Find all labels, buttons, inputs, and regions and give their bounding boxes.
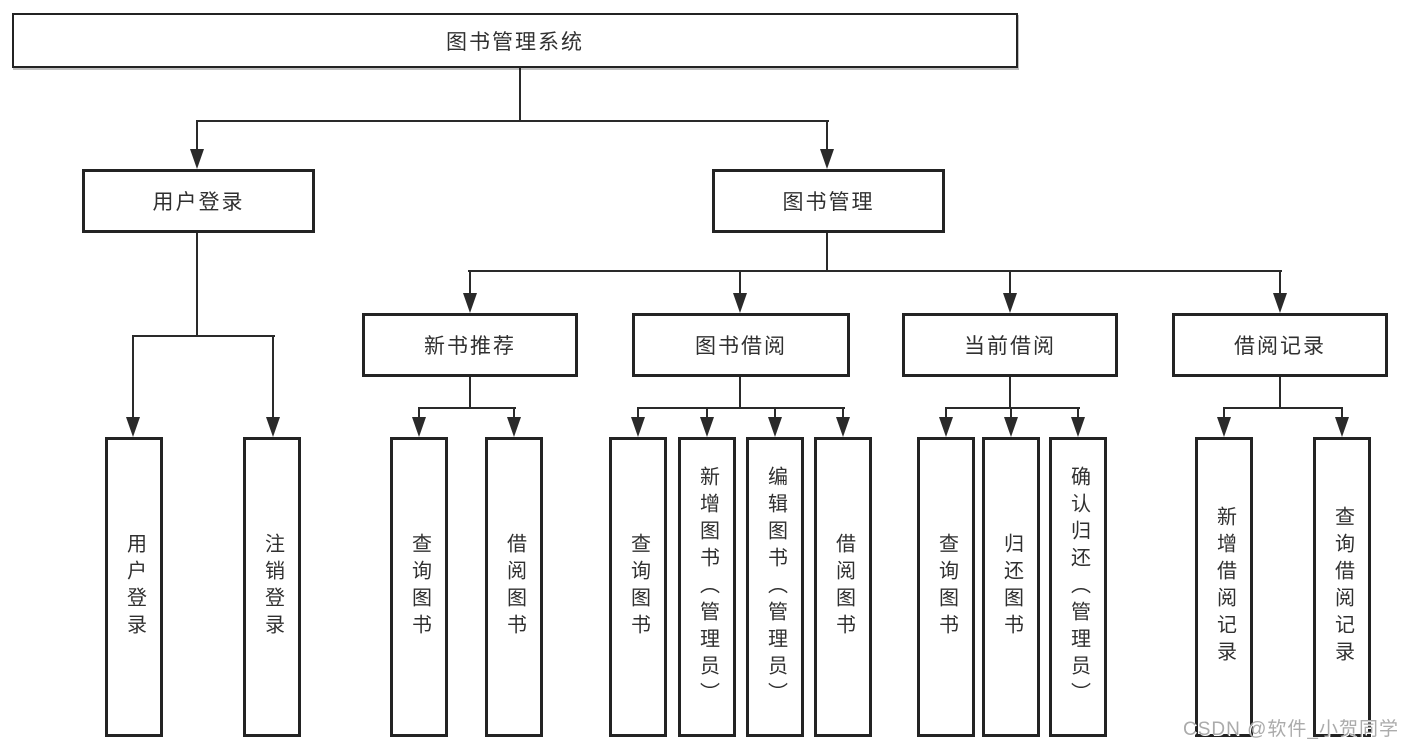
connector-shaft	[418, 407, 420, 421]
arrow-down-icon	[412, 417, 426, 437]
arrow-down-icon	[1335, 417, 1349, 437]
node-book-management: 图书管理	[712, 169, 945, 233]
connector-branch-borrow	[637, 407, 845, 409]
arrow-down-icon	[820, 149, 834, 169]
arrow-down-icon	[126, 417, 140, 437]
leaf-logout: 注销登录	[243, 437, 301, 737]
connector-branch-current	[945, 407, 1080, 409]
arrow-down-icon	[631, 417, 645, 437]
node-current-borrow-label: 当前借阅	[964, 335, 1056, 358]
arrow-down-icon	[463, 293, 477, 313]
leaf-query-borrow-record: 查询借阅记录	[1313, 437, 1371, 737]
connector-shaft	[272, 335, 274, 419]
connector-shaft	[196, 120, 198, 156]
leaf-return-books-label: 归还图书	[1000, 533, 1023, 641]
leaf-borrow-books-recommend-label: 借阅图书	[503, 533, 526, 641]
arrow-down-icon	[700, 417, 714, 437]
leaf-user-login: 用户登录	[105, 437, 163, 737]
leaf-edit-books-admin-label: 编辑图书（管理员）	[764, 465, 787, 709]
connector-shaft	[945, 407, 947, 421]
connector-stub	[1009, 377, 1011, 409]
arrow-down-icon	[1273, 293, 1287, 313]
arrow-down-icon	[1071, 417, 1085, 437]
node-borrow-records-label: 借阅记录	[1234, 335, 1326, 358]
connector-branch-recommend	[418, 407, 516, 409]
csdn-watermark: CSDN @软件_小贺同学	[1183, 719, 1399, 740]
leaf-query-books-current-label: 查询图书	[935, 533, 958, 641]
connector-shaft	[132, 335, 134, 419]
connector-shaft	[637, 407, 639, 421]
leaf-logout-label: 注销登录	[261, 533, 284, 641]
connector-shaft	[1010, 407, 1012, 421]
connector-trunk	[519, 68, 521, 122]
leaf-return-books: 归还图书	[982, 437, 1040, 737]
leaf-query-borrow-record-label: 查询借阅记录	[1331, 506, 1354, 668]
node-new-book-recommend: 新书推荐	[362, 313, 578, 377]
connector-branch-records	[1223, 407, 1343, 409]
arrow-down-icon	[1003, 293, 1017, 313]
connector-shaft	[1341, 407, 1343, 421]
connector-stub	[196, 233, 198, 337]
leaf-add-borrow-record-label: 新增借阅记录	[1213, 506, 1236, 668]
leaf-user-login-label: 用户登录	[123, 533, 146, 641]
leaf-query-books-borrow-label: 查询图书	[627, 533, 650, 641]
connector-shaft	[469, 270, 471, 298]
leaf-add-borrow-record: 新增借阅记录	[1195, 437, 1253, 737]
leaf-add-books-admin: 新增图书（管理员）	[678, 437, 736, 737]
arrow-down-icon	[1217, 417, 1231, 437]
arrow-down-icon	[733, 293, 747, 313]
connector-shaft	[1009, 270, 1011, 298]
arrow-down-icon	[266, 417, 280, 437]
connector-branch-level2	[196, 120, 829, 122]
node-user-login: 用户登录	[82, 169, 315, 233]
node-current-borrow: 当前借阅	[902, 313, 1118, 377]
node-root-label: 图书管理系统	[446, 30, 584, 54]
node-borrow-records: 借阅记录	[1172, 313, 1388, 377]
connector-shaft	[739, 270, 741, 298]
arrow-down-icon	[768, 417, 782, 437]
leaf-edit-books-admin: 编辑图书（管理员）	[746, 437, 804, 737]
leaf-query-books-recommend-label: 查询图书	[408, 533, 431, 641]
arrow-down-icon	[836, 417, 850, 437]
arrow-down-icon	[190, 149, 204, 169]
node-book-borrow-label: 图书借阅	[695, 335, 787, 358]
connector-branch-login	[132, 335, 275, 337]
connector-shaft	[774, 407, 776, 421]
connector-stub	[1279, 377, 1281, 409]
leaf-add-books-admin-label: 新增图书（管理员）	[696, 465, 719, 709]
connector-stub	[469, 377, 471, 409]
leaf-borrow-books: 借阅图书	[814, 437, 872, 737]
leaf-query-books-recommend: 查询图书	[390, 437, 448, 737]
node-book-borrow: 图书借阅	[632, 313, 850, 377]
connector-shaft	[1223, 407, 1225, 421]
leaf-query-books-current: 查询图书	[917, 437, 975, 737]
arrow-down-icon	[507, 417, 521, 437]
leaf-borrow-books-recommend: 借阅图书	[485, 437, 543, 737]
connector-shaft	[842, 407, 844, 421]
arrow-down-icon	[939, 417, 953, 437]
leaf-borrow-books-label: 借阅图书	[832, 533, 855, 641]
connector-branch-level3	[468, 270, 1282, 272]
connector-stub	[826, 233, 828, 272]
leaf-query-books-borrow: 查询图书	[609, 437, 667, 737]
connector-shaft	[826, 120, 828, 156]
arrow-down-icon	[1004, 417, 1018, 437]
node-new-book-recommend-label: 新书推荐	[424, 335, 516, 358]
node-user-login-label: 用户登录	[152, 191, 245, 214]
node-root: 图书管理系统	[12, 13, 1018, 68]
connector-shaft	[706, 407, 708, 421]
leaf-confirm-return-admin-label: 确认归还（管理员）	[1067, 465, 1090, 709]
node-book-management-label: 图书管理	[782, 191, 875, 214]
connector-shaft	[513, 407, 515, 421]
connector-shaft	[1279, 270, 1281, 298]
connector-shaft	[1077, 407, 1079, 421]
leaf-confirm-return-admin: 确认归还（管理员）	[1049, 437, 1107, 737]
connector-stub	[739, 377, 741, 409]
